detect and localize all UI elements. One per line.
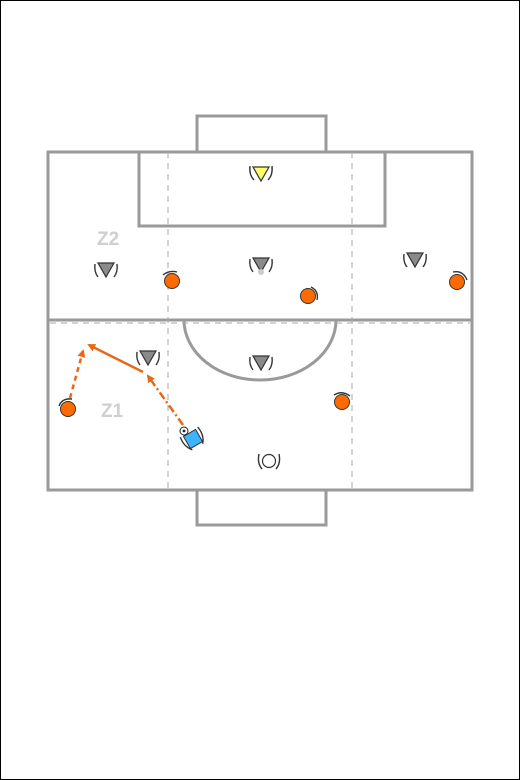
zone-lines	[50, 152, 470, 490]
dribble-arrow	[146, 374, 185, 426]
top-goal	[195, 114, 328, 154]
grey-player-icon	[136, 350, 160, 367]
penalty-box	[137, 150, 387, 228]
ball-icon	[179, 426, 189, 436]
grey-player-icon	[403, 252, 427, 269]
white-player-icon	[257, 453, 281, 470]
zone-label-z1: Z1	[101, 401, 124, 422]
goalkeeper-icon	[249, 165, 273, 183]
movement-arrows	[68, 343, 185, 426]
grey-player-icon	[249, 355, 273, 372]
orange-player-icon	[162, 270, 180, 289]
orange-player-icon	[300, 286, 319, 304]
blue-player-icon	[179, 426, 204, 451]
orange-player-icon	[449, 270, 468, 290]
center-circle-arc	[182, 319, 338, 382]
cone-icon	[258, 269, 264, 275]
pass-arrow-long	[87, 343, 144, 374]
grey-player-icon	[249, 257, 273, 274]
run-arrow-left	[68, 349, 86, 399]
pitch-markings	[46, 114, 474, 527]
bottom-goal	[195, 488, 328, 527]
orange-player-icon	[58, 398, 76, 417]
zone-label-z2: Z2	[97, 229, 119, 250]
orange-player-icon	[333, 392, 351, 410]
grey-player-icon	[94, 262, 118, 279]
